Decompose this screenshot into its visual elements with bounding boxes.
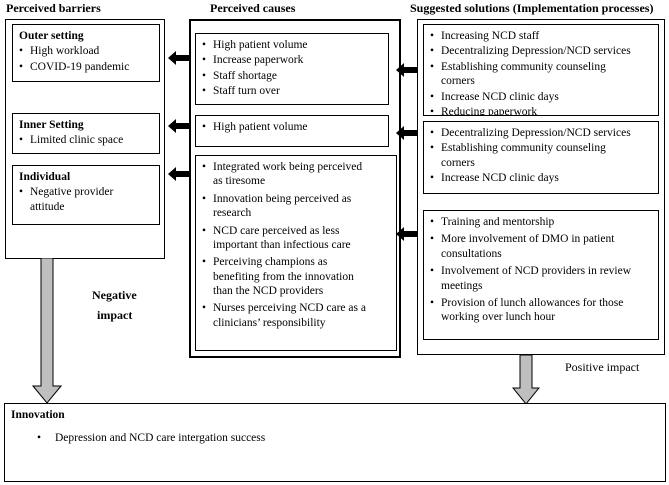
list-item: Perceiving champions as benefiting from …: [202, 255, 370, 298]
list-item: COVID-19 pandemic: [19, 60, 153, 75]
causes-list-2: High patient volume: [202, 120, 382, 135]
solutions-list-2: Decentralizing Depression/NCD services E…: [430, 126, 652, 186]
individual-list: Negative provider attitude: [19, 185, 153, 214]
list-item: High workload: [19, 44, 153, 59]
inner-setting-box: Inner Setting Limited clinic space: [12, 113, 160, 154]
list-item: Innovation being perceived as research: [202, 192, 370, 221]
list-item: High patient volume: [202, 120, 382, 135]
arrow-left-icon: [168, 119, 190, 133]
causes-box-1: High patient volume Increase paperwork S…: [195, 33, 389, 105]
solutions-box-1: Increasing NCD staff Decentralizing Depr…: [423, 24, 659, 116]
header-perceived-barriers: Perceived barriers: [6, 1, 101, 15]
individual-box: Individual Negative provider attitude: [12, 165, 160, 225]
list-item: More involvement of DMO in patient consu…: [430, 232, 644, 261]
list-item: Increasing NCD staff: [430, 29, 652, 44]
list-item: High patient volume: [202, 38, 382, 53]
negative-impact-label-line2: impact: [97, 308, 133, 322]
list-item: Establishing community counseling corner…: [430, 141, 641, 170]
arrow-left-icon: [168, 51, 190, 65]
list-item: Increase NCD clinic days: [430, 90, 652, 105]
causes-box-3: Integrated work being perceived as tires…: [195, 155, 397, 351]
list-item: Training and mentorship: [430, 215, 644, 230]
list-item: Decentralizing Depression/NCD services: [430, 126, 652, 141]
arrow-left-icon: [396, 126, 418, 140]
positive-impact-label: Positive impact: [565, 360, 640, 374]
negative-impact-arrow-icon: [32, 258, 62, 404]
positive-impact-arrow-icon: [512, 355, 540, 405]
arrow-left-icon: [396, 227, 418, 241]
outer-setting-box: Outer setting High workload COVID-19 pan…: [12, 24, 160, 82]
solutions-box-3: Training and mentorship More involvement…: [423, 210, 659, 340]
innovation-box: Innovation Depression and NCD care inter…: [4, 403, 666, 482]
list-item: Negative provider attitude: [19, 185, 140, 214]
list-item: Staff turn over: [202, 84, 382, 99]
list-item: Provision of lunch allowances for those …: [430, 296, 644, 325]
list-item: Depression and NCD care intergation succ…: [37, 431, 659, 446]
causes-list-1: High patient volume Increase paperwork S…: [202, 38, 382, 99]
innovation-title: Innovation: [11, 409, 65, 421]
causes-box-2: High patient volume: [195, 115, 389, 147]
outer-setting-list: High workload COVID-19 pandemic: [19, 44, 153, 74]
list-item: Reducing paperwork: [430, 105, 652, 115]
negative-impact-label-line1: Negative: [92, 288, 137, 302]
solutions-box-2: Decentralizing Depression/NCD services E…: [423, 121, 659, 194]
causes-list-3: Integrated work being perceived as tires…: [202, 160, 370, 330]
inner-setting-title: Inner Setting: [19, 119, 84, 131]
list-item: Increase paperwork: [202, 53, 382, 68]
header-suggested-solutions: Suggested solutions (Implementation proc…: [410, 1, 654, 15]
list-item: Involvement of NCD providers in review m…: [430, 264, 644, 293]
list-item: Integrated work being perceived as tires…: [202, 160, 370, 189]
solutions-list-3: Training and mentorship More involvement…: [430, 215, 644, 325]
list-item: Establishing community counseling corner…: [430, 60, 641, 89]
header-perceived-causes: Perceived causes: [210, 1, 296, 15]
list-item: NCD care perceived as less important tha…: [202, 224, 370, 253]
list-item: Increase NCD clinic days: [430, 171, 652, 186]
solutions-list-1: Increasing NCD staff Decentralizing Depr…: [430, 29, 652, 115]
outer-setting-title: Outer setting: [19, 30, 84, 42]
list-item: Decentralizing Depression/NCD services: [430, 44, 652, 59]
innovation-list: Depression and NCD care intergation succ…: [37, 431, 659, 446]
arrow-left-icon: [168, 167, 190, 181]
list-item: Limited clinic space: [19, 133, 153, 148]
inner-setting-list: Limited clinic space: [19, 133, 153, 148]
list-item: Staff shortage: [202, 69, 382, 84]
individual-title: Individual: [19, 171, 71, 183]
arrow-left-icon: [396, 63, 418, 77]
list-item: Nurses perceiving NCD care as a clinicia…: [202, 301, 370, 330]
